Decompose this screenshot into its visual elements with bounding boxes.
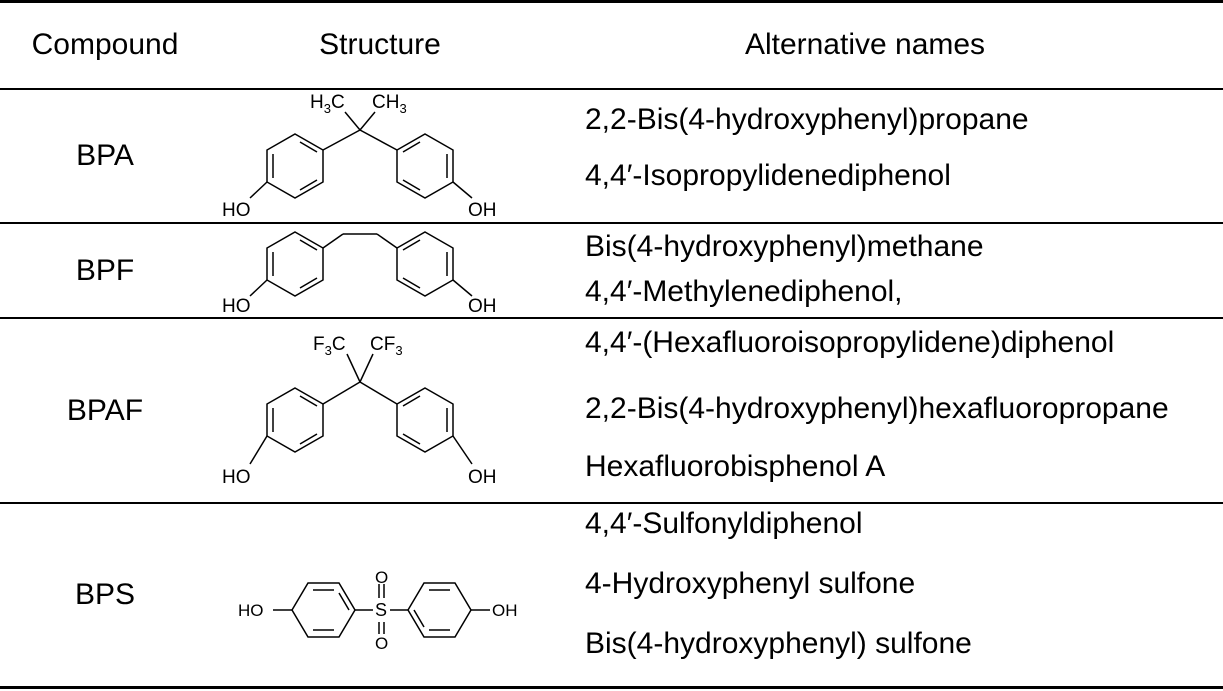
bpaf-label-oh: OH <box>468 467 497 488</box>
name-line: 4,4′-Sulfonyldiphenol <box>585 507 863 540</box>
bpa-label-left-sub: H <box>310 92 324 113</box>
name-line: 4-Hydroxyphenyl sulfone <box>585 567 916 600</box>
name-line: 4,4′-(Hexafluoroisopropylidene)diphenol <box>585 326 1115 359</box>
names-bpf: Bis(4-hydroxyphenyl)methane 4,4′-Methyle… <box>585 224 1215 317</box>
top-rule <box>0 0 1223 3</box>
header-structure: Structure <box>319 28 441 61</box>
names-bpa: 2,2-Bis(4-hydroxyphenyl)propane 4,4′-Iso… <box>585 90 1215 222</box>
bps-label-s: S <box>375 600 387 620</box>
svg-text:CF3: CF3 <box>370 334 403 358</box>
bps-label-o-bottom: O <box>375 634 388 650</box>
header-alternative-names: Alternative names <box>744 28 986 61</box>
name-line: 2,2-Bis(4-hydroxyphenyl)propane <box>585 103 1029 136</box>
svg-text:CH3: CH3 <box>372 92 407 116</box>
structure-bpa: H3C CH3 HO OH <box>222 92 497 221</box>
bps-label-ho: HO <box>238 601 264 620</box>
name-line: Bis(4-hydroxyphenyl) sulfone <box>585 627 972 660</box>
bpa-label-ho: HO <box>222 200 251 221</box>
compound-bps: BPS <box>74 578 136 611</box>
bpa-label-oh: OH <box>468 200 497 221</box>
name-line: 2,2-Bis(4-hydroxyphenyl)hexafluoropropan… <box>585 392 1169 425</box>
name-line: Bis(4-hydroxyphenyl)methane <box>585 230 984 263</box>
names-bpaf: 4,4′-(Hexafluoroisopropylidene)diphenol … <box>585 319 1215 502</box>
bottom-rule <box>0 686 1223 689</box>
compound-bpaf: BPAF <box>66 393 144 427</box>
header-compound: Compound <box>31 28 179 61</box>
bps-label-oh: OH <box>492 601 518 620</box>
name-line: Hexafluorobisphenol A <box>585 450 886 483</box>
names-bps: 4,4′-Sulfonyldiphenol 4-Hydroxyphenyl su… <box>585 504 1215 686</box>
bpaf-label-right: CF <box>370 334 395 355</box>
row-rule-1 <box>0 222 1223 224</box>
row-rule-2 <box>0 317 1223 319</box>
structure-bpf: HO OH <box>222 231 497 317</box>
bps-label-o-top: O <box>375 570 388 587</box>
name-line: 4,4′-Isopropylidenediphenol <box>585 159 951 192</box>
svg-text:F3C: F3C <box>313 334 346 358</box>
structure-bps: HO OH S O O <box>238 570 518 650</box>
bpaf-label-left: F <box>313 334 325 355</box>
bpaf-label-ho: HO <box>222 467 251 488</box>
compound-bpa: BPA <box>76 139 134 172</box>
compound-bpf: BPF <box>75 253 135 287</box>
bpf-label-ho: HO <box>222 296 251 317</box>
row-rule-3 <box>0 502 1223 504</box>
svg-text:H3C: H3C <box>310 92 345 116</box>
header-rule <box>0 88 1223 90</box>
bpf-label-oh: OH <box>468 296 497 317</box>
name-line: 4,4′-Methylenediphenol, <box>585 275 903 308</box>
structure-bpaf: F3C CF3 HO OH <box>222 334 497 488</box>
bpa-label-right: CH <box>372 92 399 113</box>
